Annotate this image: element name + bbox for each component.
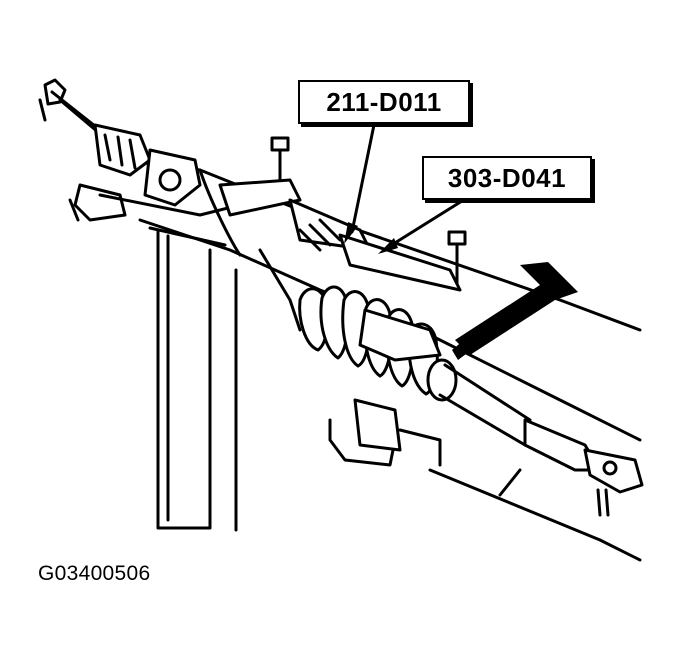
leader-303 [388,194,472,248]
pointer-arrow [452,262,578,360]
bench-stand [156,228,642,562]
tool-fixture [218,178,462,292]
left-tie-rod [38,78,152,177]
leader-303-arrowhead [378,238,398,254]
tool-callout-303: 303-D041 [422,156,592,200]
right-tie-rod [426,358,644,517]
right-mount [353,308,442,467]
tool-callout-303-label: 303-D041 [447,163,567,193]
figure-code: G03400506 [38,562,151,585]
leader-211 [350,118,377,234]
bolt-right [447,230,467,287]
tool-callout-211: 211-D011 [298,80,470,124]
tool-callout-211-label: 211-D011 [326,87,442,117]
leader-211-arrowhead [344,222,358,244]
